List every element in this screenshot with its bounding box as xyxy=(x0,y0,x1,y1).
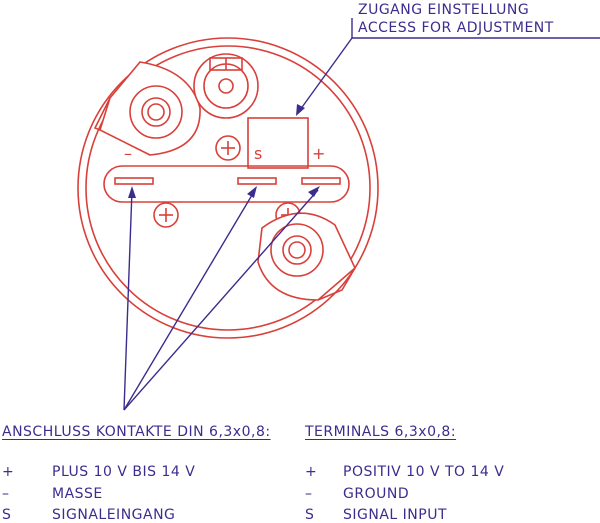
housing-inner-ring xyxy=(85,45,371,331)
right-legend-heading: TERMINALS 6,3x0,8: xyxy=(305,424,457,440)
left-legend-symbol-2: – xyxy=(2,486,10,502)
terminal-blade-s xyxy=(237,177,277,185)
right-legend-text-1: POSITIV 10 V TO 14 V xyxy=(343,464,505,480)
left-legend-text-1: PLUS 10 V BIS 14 V xyxy=(52,464,196,480)
terminal-blade-plus xyxy=(301,177,341,185)
right-legend-symbol-2: – xyxy=(305,486,313,502)
potentiometer-top xyxy=(193,53,259,119)
terminal-blade-minus xyxy=(114,177,154,185)
access-label-de: ZUGANG EINSTELLUNG xyxy=(358,2,530,18)
left-legend-text-3: SIGNALEINGANG xyxy=(52,507,176,523)
mark-minus: – xyxy=(124,144,133,163)
mounting-lug-bottom-right xyxy=(257,212,356,301)
left-legend-symbol-1: + xyxy=(2,464,15,480)
screw-head-center xyxy=(215,135,241,161)
right-legend-text-3: SIGNAL INPUT xyxy=(343,507,448,523)
right-legend-text-2: GROUND xyxy=(343,486,410,502)
right-legend-symbol-1: + xyxy=(305,464,318,480)
screw-head-left xyxy=(153,202,179,228)
mounting-lug-top-left xyxy=(93,61,201,156)
left-legend-text-2: MASSE xyxy=(52,486,103,502)
left-legend-heading: ANSCHLUSS KONTAKTE DIN 6,3x0,8: xyxy=(2,424,271,440)
access-label-en: ACCESS FOR ADJUSTMENT xyxy=(358,20,554,36)
adjustment-access-box xyxy=(247,117,309,169)
left-legend-symbol-3: S xyxy=(2,507,12,523)
terminal-leaders xyxy=(123,186,320,411)
access-leader xyxy=(296,18,600,116)
housing-outer-ring xyxy=(77,37,379,339)
terminal-bar xyxy=(103,165,350,203)
right-legend-symbol-3: S xyxy=(305,507,315,523)
mark-s: s xyxy=(254,144,263,163)
mark-plus: + xyxy=(312,144,326,163)
